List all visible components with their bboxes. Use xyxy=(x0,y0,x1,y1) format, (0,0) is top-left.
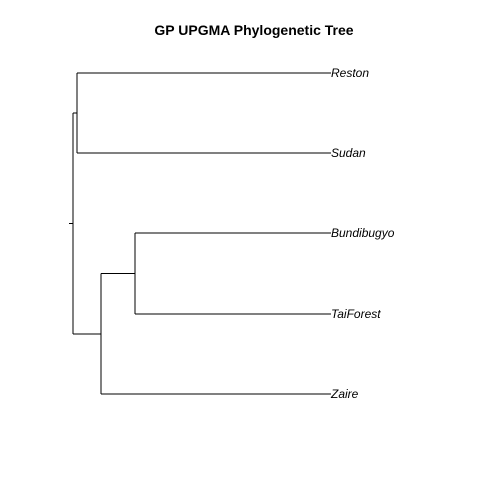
tip-label-taiforest: TaiForest xyxy=(331,307,381,321)
tip-label-reston: Reston xyxy=(331,66,369,80)
tip-label-sudan: Sudan xyxy=(331,146,366,160)
tip-label-bundibugyo: Bundibugyo xyxy=(331,226,395,240)
tree-title: GP UPGMA Phylogenetic Tree xyxy=(154,22,353,38)
tip-label-zaire: Zaire xyxy=(330,387,359,401)
tree-branches xyxy=(69,72,331,395)
